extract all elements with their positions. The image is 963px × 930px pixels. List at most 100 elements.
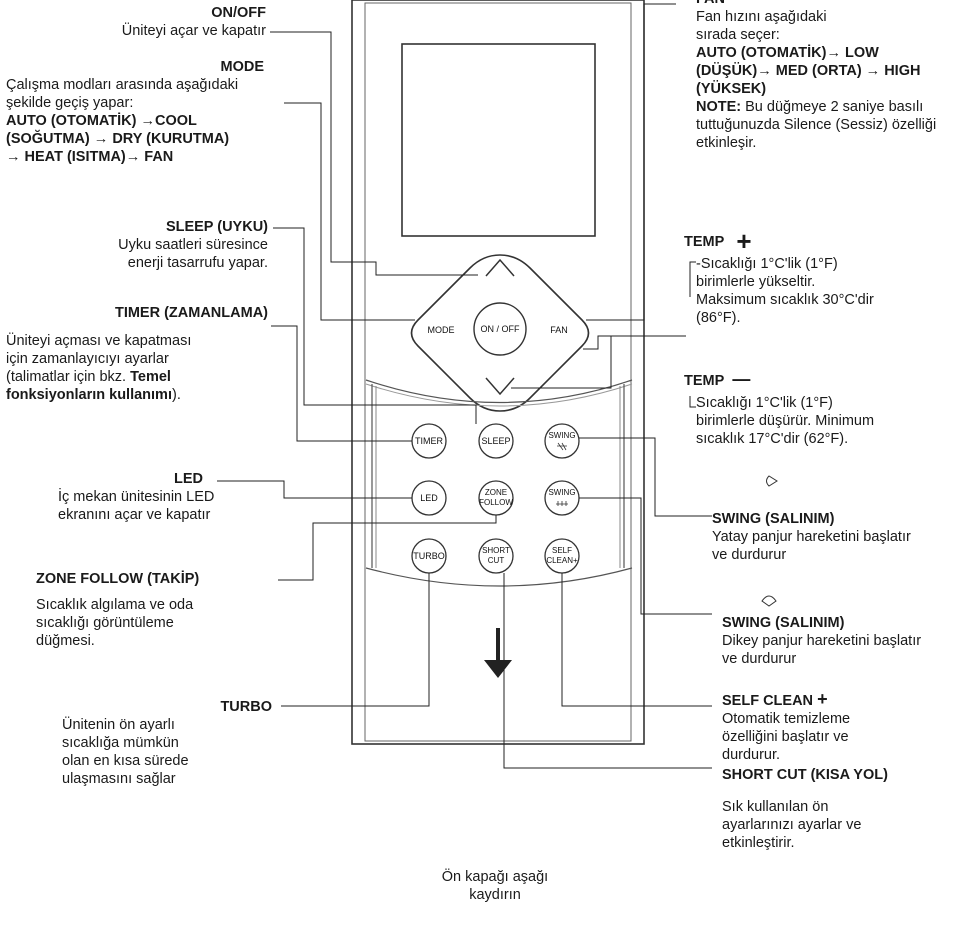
timer-button-label: TIMER [415, 436, 443, 446]
timer-desc: Üniteyi açması ve kapatması için zamanla… [6, 333, 192, 385]
slide-cover-top [365, 379, 633, 404]
leader-lines [217, 3, 712, 769]
swing-vertical-icon [556, 501, 568, 506]
mode-title: MODE [220, 59, 265, 75]
swing-vertical-label: SWING (SALINIM) Dikey panjur hareketini … [722, 614, 942, 668]
short-cut-label-1: SHORT [482, 546, 510, 555]
timer-title: TIMER (ZAMANLAMA) [114, 305, 268, 321]
swing-vertical-button-label: SWING [548, 488, 575, 497]
swing-horizontal-symbol-icon [766, 475, 778, 487]
self-clean-label-1: SELF [552, 546, 572, 555]
leader-temp-plus [583, 335, 686, 350]
swing-vertical-desc: Dikey panjur hareketini başlatır ve durd… [722, 633, 922, 667]
cover-instruction: Ön kapağı aşağı kaydırın [441, 869, 549, 903]
remote-body-inner [364, 2, 632, 742]
fan-button[interactable]: FAN [550, 325, 568, 335]
temp-plus-label: TEMP + -Sıcaklığı 1°C'lik (1°F) birimler… [684, 228, 914, 327]
self-clean-title: SELF CLEAN [722, 693, 814, 709]
sleep-desc: Uyku saatleri süresince enerji tasarrufu… [118, 237, 268, 271]
fan-speeds: AUTO (OTOMATİK)→ LOW (DÜŞÜK)→ MED (ORTA)… [696, 45, 921, 97]
slide-cover-edge [365, 383, 633, 407]
mode-line-3: → HEAT (ISITMA)→ FAN [6, 149, 174, 165]
temp-plus-title: TEMP [684, 234, 725, 250]
turbo-button-label: TURBO [413, 551, 445, 561]
fan-desc: Fan hızını aşağıdaki sırada seçer: [696, 9, 827, 43]
swing-vertical-button[interactable] [544, 480, 580, 516]
slide-down-arrow-head [484, 660, 512, 678]
swing-horizontal-title: SWING (SALINIM) [712, 511, 835, 527]
self-clean-label: SELF CLEAN + Otomatik temizleme özelliği… [722, 690, 942, 764]
slide-cover-bottom [365, 567, 633, 587]
fan-title: FAN [696, 0, 958, 8]
short-cut-label-2: CUT [488, 556, 505, 565]
led-label: LED İç mekan ünitesinin LED ekranını aça… [58, 470, 268, 524]
short-cut-label: SHORT CUT (KISA YOL) Sık kullanılan ön a… [722, 766, 954, 852]
lcd-screen [401, 43, 596, 237]
leader-sleep [273, 227, 477, 424]
onoff-title: ON/OFF [211, 5, 266, 21]
led-title: LED [174, 471, 203, 487]
short-cut-button[interactable] [478, 538, 514, 574]
swing-horizontal-label: SWING (SALINIM) Yatay panjur hareketini … [712, 510, 932, 564]
short-cut-title: SHORT CUT (KISA YOL) [722, 767, 888, 783]
timer-label: TIMER (ZAMANLAMA) Üniteyi açması ve kapa… [6, 304, 268, 404]
leader-temp-minus [511, 336, 612, 389]
leader-led [217, 480, 412, 499]
fan-label: FAN Fan hızını aşağıdaki sırada seçer: A… [696, 0, 958, 152]
self-clean-heading: SELF CLEAN + [722, 690, 942, 710]
leader-swing-h [579, 437, 712, 517]
mode-button[interactable]: MODE [428, 325, 455, 335]
fan-note-text: Bu düğmeye 2 saniye basılı tuttuğunuzda … [696, 99, 937, 151]
timer-body: Üniteyi açması ve kapatması için zamanla… [6, 332, 216, 404]
onoff-label: ON/OFF Üniteyi açar ve kapatır [40, 4, 266, 40]
swing-horizontal-icon [557, 442, 567, 451]
temp-down-button[interactable] [485, 377, 515, 396]
temp-minus-label: TEMP — Sıcaklığı 1°C'lik (1°F) birimlerl… [684, 370, 914, 448]
leader-shortcut [503, 573, 712, 769]
temp-minus-heading: TEMP — [684, 370, 914, 390]
timer-tail: ). [171, 387, 181, 403]
leader-temp-down-bracket [689, 396, 696, 408]
mode-desc: Çalışma modları arasında aşağıdaki şekil… [6, 77, 239, 111]
zone-follow-label-2: FOLLOW [479, 498, 513, 507]
sleep-button-label: SLEEP [481, 436, 510, 446]
leader-onoff [270, 31, 478, 276]
self-clean-label-2: CLEAN+ [546, 556, 578, 565]
onoff-button[interactable] [473, 302, 527, 356]
fan-note-title: NOTE: [696, 99, 742, 115]
onoff-button-label: ON / OFF [481, 324, 520, 334]
temp-up-button[interactable] [485, 258, 515, 277]
turbo-title: TURBO [220, 699, 272, 715]
temp-plus-heading: TEMP + [684, 228, 914, 254]
swing-horizontal-desc: Yatay panjur hareketini başlatır ve durd… [712, 529, 911, 563]
self-clean-desc: Otomatik temizleme özelliğini başlatır v… [722, 711, 851, 763]
mode-line-2: (SOĞUTMA) → DRY (KURUTMA) [6, 131, 230, 147]
minus-icon: — [732, 369, 751, 389]
sleep-title: SLEEP (UYKU) [165, 219, 268, 235]
zone-follow-label-1: ZONE [485, 488, 507, 497]
zone-desc: Sıcaklık algılama ve oda sıcaklığı görün… [36, 597, 194, 649]
leader-fan [586, 3, 676, 321]
onoff-desc: Üniteyi açar ve kapatır [121, 23, 266, 39]
swing-horizontal-button[interactable] [544, 423, 580, 459]
fan-note: NOTE: Bu düğmeye 2 saniye basılı tuttuğu… [696, 98, 958, 152]
leader-zone [278, 515, 497, 581]
zone-label: ZONE FOLLOW (TAKİP) Sıcaklık algılama ve… [36, 570, 268, 650]
temp-minus-desc: Sıcaklığı 1°C'lik (1°F) birimlerle düşür… [696, 395, 875, 447]
leader-temp-up-bracket [689, 261, 696, 297]
sleep-label: SLEEP (UYKU) Uyku saatleri süresince ene… [100, 218, 268, 272]
zone-title: ZONE FOLLOW (TAKİP) [36, 571, 200, 587]
leader-selfclean [561, 573, 712, 707]
mode-line-1: AUTO (OTOMATİK) →COOL [6, 113, 197, 129]
leader-turbo [281, 573, 430, 707]
sleep-button[interactable] [478, 423, 514, 459]
turbo-desc: Ünitenin ön ayarlı sıcaklığa mümkün olan… [62, 717, 189, 787]
plus-icon: + [736, 226, 752, 256]
swing-vertical-symbol-icon [761, 595, 777, 607]
leader-mode [284, 102, 415, 321]
leader-swing-v [579, 497, 712, 615]
swing-vertical-title: SWING (SALINIM) [722, 615, 845, 631]
self-clean-plus-icon: + [817, 689, 828, 709]
turbo-label: TURBO Ünitenin ön ayarlı sıcaklığa mümkü… [62, 698, 272, 788]
